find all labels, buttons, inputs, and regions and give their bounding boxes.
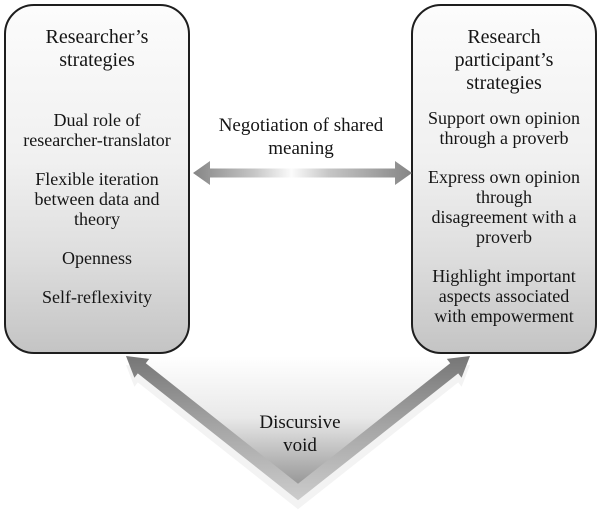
left-box-item-openness: Openness bbox=[62, 248, 132, 268]
v-arrow-inner-shading bbox=[134, 356, 466, 491]
discursive-void-v-arrow-icon bbox=[126, 356, 470, 510]
left-box-item-self-reflexivity: Self-reflexivity bbox=[42, 287, 152, 307]
horizontal-double-arrow-icon bbox=[193, 161, 412, 185]
